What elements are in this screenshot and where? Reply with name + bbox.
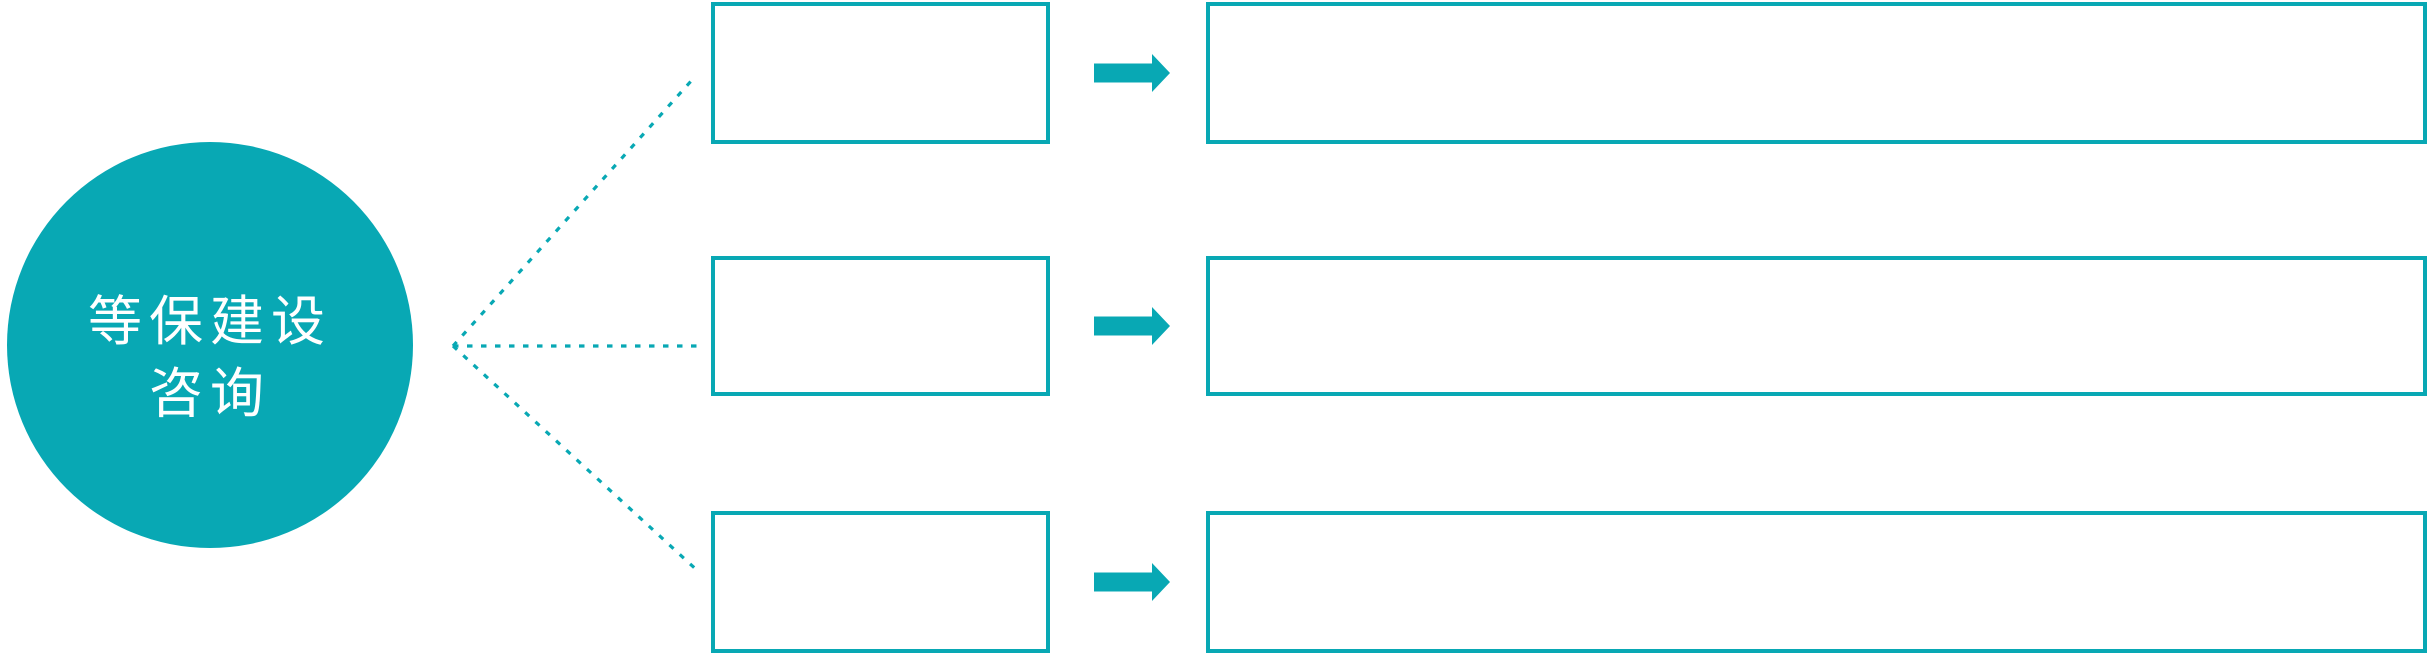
arrow-right-icon xyxy=(1094,54,1170,92)
arrow-right-icon xyxy=(1094,563,1170,601)
diagram-row xyxy=(0,256,2434,396)
arrow-right-icon xyxy=(1094,307,1170,345)
topic-circle: 等保建设 咨询 xyxy=(7,142,413,548)
diagram-row xyxy=(0,511,2434,653)
category-box xyxy=(711,2,1050,144)
description-box xyxy=(1206,2,2427,144)
description-box xyxy=(1206,256,2427,396)
topic-label-line-2: 咨询 xyxy=(149,364,271,424)
topic-label-line-1: 等保建设 xyxy=(88,292,332,352)
arrow-right-shape xyxy=(1094,563,1170,601)
category-box xyxy=(711,256,1050,396)
description-box xyxy=(1206,511,2427,653)
category-box xyxy=(711,511,1050,653)
dotted-connector-line-top xyxy=(451,78,694,348)
arrow-right-shape xyxy=(1094,307,1170,345)
diagram-row xyxy=(0,2,2434,144)
arrow-right-shape xyxy=(1094,54,1170,92)
